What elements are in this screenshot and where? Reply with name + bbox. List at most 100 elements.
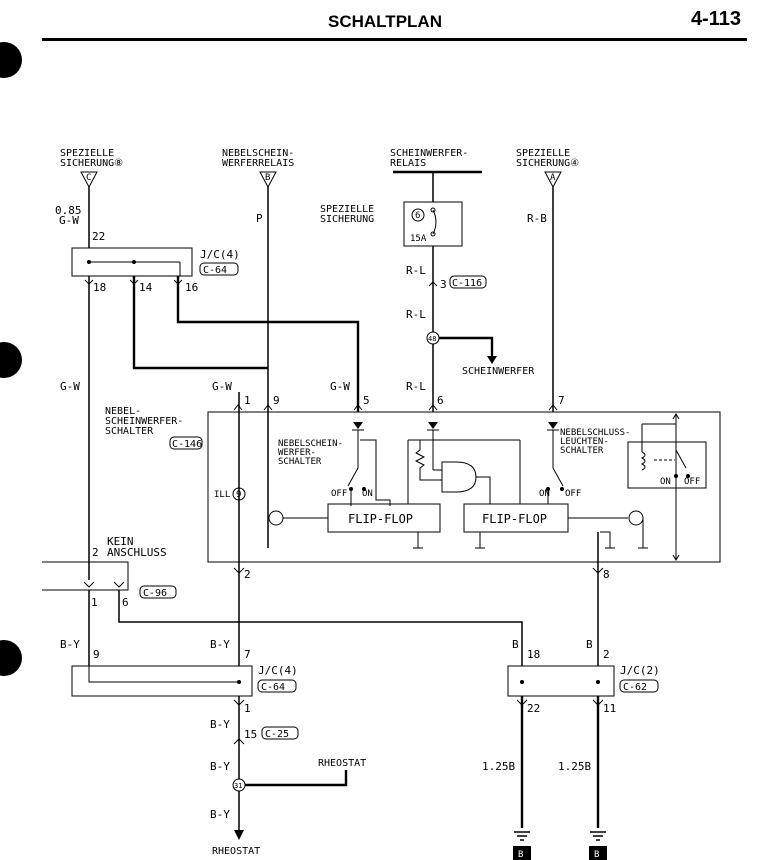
svg-text:7: 7 [558, 394, 565, 407]
svg-text:16: 16 [185, 281, 198, 294]
svg-text:B-Y: B-Y [210, 760, 230, 773]
junction-block-jc4-bottom: J/C(4) C-64 [71, 664, 298, 697]
connector-c146: C-146 [172, 439, 202, 450]
svg-text:B: B [518, 850, 523, 860]
fuse-6-box: SPEZIELLE SICHERUNG 6 15A [320, 201, 463, 247]
wire-gw-top: G-W [59, 214, 79, 227]
svg-text:6: 6 [437, 394, 444, 407]
transistor-icon [268, 510, 284, 526]
svg-text:OFF: OFF [565, 489, 581, 499]
fuse8-label-1: SPEZIELLE [60, 148, 114, 159]
transistor-icon-right [628, 510, 644, 526]
svg-text:6: 6 [415, 211, 420, 221]
svg-text:KEIN: KEIN [107, 535, 134, 548]
svg-text:FLIP-FLOP: FLIP-FLOP [482, 512, 547, 526]
svg-text:B-Y: B-Y [210, 718, 230, 731]
source-headlight-relay: SCHEINWERFER- RELAIS [390, 148, 482, 202]
svg-text:6: 6 [122, 596, 129, 609]
svg-text:48: 48 [428, 335, 436, 343]
punch-hole-top [0, 42, 22, 78]
svg-text:9: 9 [273, 394, 280, 407]
svg-text:14: 14 [139, 281, 153, 294]
wire-085: 0.85 [55, 204, 82, 217]
relay-tag: B [265, 173, 270, 183]
headlight-label: SCHEINWERFER [462, 366, 535, 377]
fog-switch-contact [347, 467, 359, 487]
svg-text:ON: ON [660, 477, 671, 487]
svg-text:ON: ON [362, 489, 373, 499]
svg-text:SCHALTER: SCHALTER [278, 457, 322, 467]
svg-text:G-W: G-W [212, 380, 232, 393]
page-number: 4-113 [690, 8, 741, 30]
rheostat-label-1: RHEOSTAT [318, 758, 366, 769]
svg-text:G-W: G-W [330, 380, 350, 393]
svg-text:FLIP-FLOP: FLIP-FLOP [348, 512, 413, 526]
fuse6-amp: 15A [410, 234, 427, 244]
arrow-down-icon [487, 356, 497, 364]
svg-text:SCHEINWERFER-: SCHEINWERFER- [105, 416, 183, 427]
svg-text:SCHALTER: SCHALTER [105, 426, 154, 437]
ground-icon-1: B [513, 831, 531, 860]
svg-text:NEBELSCHEIN-: NEBELSCHEIN- [278, 439, 343, 449]
svg-text:SCHALTER: SCHALTER [560, 446, 604, 456]
svg-text:5: 5 [363, 394, 370, 407]
illumination-icon [232, 487, 246, 501]
svg-text:2: 2 [244, 568, 251, 581]
relay-label-2: WERFERRELAIS [222, 158, 294, 169]
svg-text:B-Y: B-Y [210, 808, 230, 821]
svg-text:2: 2 [92, 546, 99, 559]
fuse4-label-1: SPEZIELLE [516, 148, 570, 159]
switch-housing [207, 411, 721, 563]
connector-c116: C-116 [452, 278, 482, 289]
flip-flop-1 [327, 503, 441, 533]
arrow-down-icon-2 [234, 830, 244, 840]
svg-text:J/C(2): J/C(2) [620, 664, 660, 677]
svg-text:J/C(4): J/C(4) [200, 248, 240, 261]
rheostat-label-2: RHEOSTAT [212, 846, 260, 857]
svg-text:15: 15 [244, 728, 257, 741]
svg-text:1: 1 [244, 394, 251, 407]
ground-icon-2: B [589, 831, 607, 860]
svg-text:R-L: R-L [406, 380, 426, 393]
svg-text:18: 18 [527, 648, 540, 661]
svg-text:8: 8 [603, 568, 610, 581]
svg-text:1.25B: 1.25B [482, 760, 515, 773]
punch-hole-middle [0, 342, 22, 378]
connector-c62: C-62 [623, 682, 647, 693]
fuse4-tag: A [550, 173, 556, 183]
and-gate-icon [441, 461, 477, 493]
fuse8-label-2: SICHERUNG⑧ [60, 158, 123, 169]
connector-c64-bottom: C-64 [261, 682, 285, 693]
rear-fog-relay [627, 441, 707, 489]
svg-text:ANSCHLUSS: ANSCHLUSS [107, 546, 167, 559]
svg-text:22: 22 [92, 230, 105, 243]
hl-relay-label-2: RELAIS [390, 158, 426, 169]
svg-text:B-Y: B-Y [210, 638, 230, 651]
svg-text:18: 18 [93, 281, 106, 294]
svg-text:ON: ON [539, 489, 550, 499]
fuse8-arrow-icon [80, 171, 98, 189]
relay-arrow-icon [259, 171, 277, 189]
svg-text:B: B [586, 638, 593, 651]
diode-icon [353, 422, 363, 429]
svg-text:R-B: R-B [527, 212, 547, 225]
connector-c96: KEIN ANSCHLUSS 2 1 6 C-96 [42, 535, 177, 609]
connector-c64-top: C-64 [203, 265, 227, 276]
fuse6-number-icon [411, 208, 425, 222]
relay-label-1: NEBELSCHEIN- [222, 148, 294, 159]
svg-text:NEBELSCHLUSS-: NEBELSCHLUSS- [560, 428, 630, 438]
source-fuse-8: SPEZIELLE SICHERUNG⑧ C [60, 148, 123, 189]
source-fuse-4: SPEZIELLE SICHERUNG④ A [516, 148, 579, 189]
svg-text:R-L: R-L [406, 308, 426, 321]
junction-block-jc2: J/C(2) C-62 [507, 664, 660, 697]
svg-text:9: 9 [93, 648, 100, 661]
svg-text:J/C(4): J/C(4) [258, 664, 298, 677]
svg-text:9: 9 [236, 490, 241, 500]
rear-switch-contact [552, 467, 564, 487]
junction-block-jc4-top: J/C(4) C-64 [71, 247, 240, 277]
fuse8-tag: C [86, 173, 91, 183]
fog-switch-assembly: NEBEL- SCHEINWERFER- SCHALTER C-146 1 9 … [105, 392, 721, 580]
connector-c25: C-25 [265, 729, 289, 740]
